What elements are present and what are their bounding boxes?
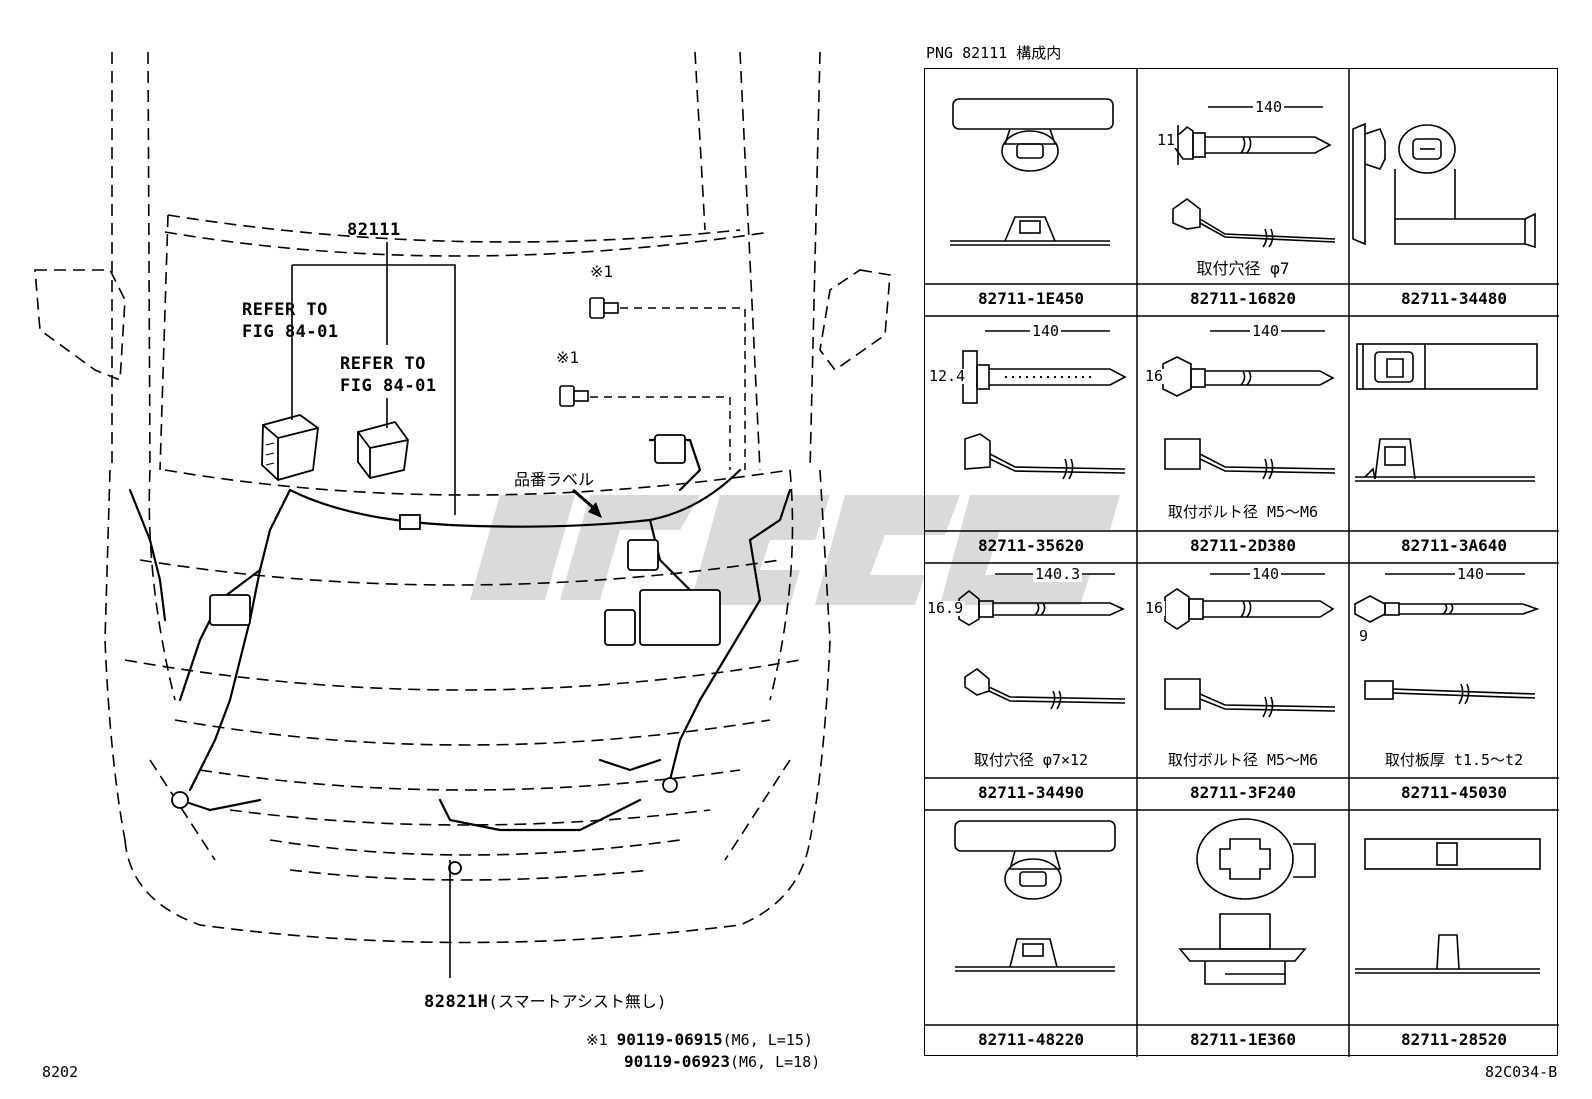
bolt-list-row-2: 90119-06923(M6, L=18) — [624, 1052, 820, 1071]
bolt-mark-2: ※1 — [556, 348, 580, 367]
part-number-cell: 82711-3F240 — [1190, 783, 1296, 802]
harness-part-number: 82111 — [347, 220, 401, 240]
dimension-length: 140 — [1030, 322, 1062, 340]
ecu-box-right — [357, 420, 409, 480]
bolt-list-spec: (M6, L=18) — [729, 1053, 821, 1071]
part-number-cell: 82711-45030 — [1401, 783, 1507, 802]
table-header: PNG 82111 構成内 — [926, 44, 1062, 62]
dimension-length: 140 — [1250, 565, 1282, 583]
refer-text-2a: REFER TO — [340, 354, 426, 374]
dimension-length: 140.3 — [1033, 565, 1083, 583]
mounting-caption: 取付板厚 t1.5～t2 — [1384, 751, 1524, 769]
part-number-cell: 82711-48220 — [978, 1030, 1084, 1049]
bolt-list-part: 90119-06915 — [616, 1030, 723, 1049]
bolt-list-mark: ※1 — [586, 1031, 608, 1049]
label-arrow — [572, 488, 602, 518]
dimension-length: 140 — [1250, 322, 1282, 340]
refer-text-1a: REFER TO — [242, 300, 328, 320]
dimension-height: 16.9 — [925, 599, 966, 617]
part-number-cell: 82711-2D380 — [1190, 536, 1296, 555]
part-number-cell: 82711-16820 — [1190, 289, 1296, 308]
mounting-caption: 取付穴径 φ7 — [1196, 259, 1290, 278]
part-number-cell: 82711-34490 — [978, 783, 1084, 802]
part-number-cell: 82711-34480 — [1401, 289, 1507, 308]
part-number-cell: 82711-1E450 — [978, 289, 1084, 308]
bolt-list-spec: (M6, L=15) — [722, 1031, 813, 1049]
part-number-cell: 82711-3A640 — [1401, 536, 1507, 555]
mounting-caption: 取付穴径 φ7×12 — [973, 751, 1089, 769]
watermark-logo — [470, 495, 1120, 605]
label-callout: 品番ラベル — [514, 470, 595, 489]
part-number-cell: 82711-35620 — [978, 536, 1084, 555]
bolt-list-part: 90119-06923 — [624, 1052, 730, 1071]
parts-table: 82711-1E450 82711-16820 82711-34480 8271… — [924, 68, 1559, 1057]
ecu-box-left — [261, 414, 319, 482]
dimension-height: 9 — [1357, 627, 1371, 645]
page-code-left: 8202 — [42, 1063, 79, 1081]
dimension-height: 16 — [1143, 367, 1166, 385]
bottom-part-note: (スマートアシスト無し) — [488, 992, 667, 1011]
bolt-mark-1: ※1 — [590, 262, 614, 281]
bottom-part-label: 82821H(スマートアシスト無し) — [424, 988, 667, 1012]
part-number-cell: 82711-1E360 — [1190, 1030, 1296, 1049]
bolt-icon — [559, 297, 619, 407]
parts-table-lines — [925, 69, 1559, 1057]
dimension-length: 140 — [1455, 565, 1487, 583]
dimension-height: 16 — [1143, 599, 1166, 617]
mounting-caption: 取付ボルト径 M5～M6 — [1167, 751, 1319, 769]
dimension-length: 140 — [1253, 98, 1285, 116]
mounting-caption: 取付ボルト径 M5～M6 — [1167, 503, 1319, 521]
refer-text-2b: FIG 84-01 — [340, 376, 437, 396]
page-code-right: 82C034-B — [1485, 1063, 1558, 1081]
dimension-height: 12.4 — [927, 367, 968, 385]
part-number-cell: 82711-28520 — [1401, 1030, 1507, 1049]
dimension-height: 11 — [1155, 131, 1178, 149]
refer-text-1b: FIG 84-01 — [242, 322, 339, 342]
bolt-list-row-1: ※1 90119-06915(M6, L=15) — [586, 1030, 813, 1049]
bottom-part-number: 82821H — [424, 992, 489, 1012]
